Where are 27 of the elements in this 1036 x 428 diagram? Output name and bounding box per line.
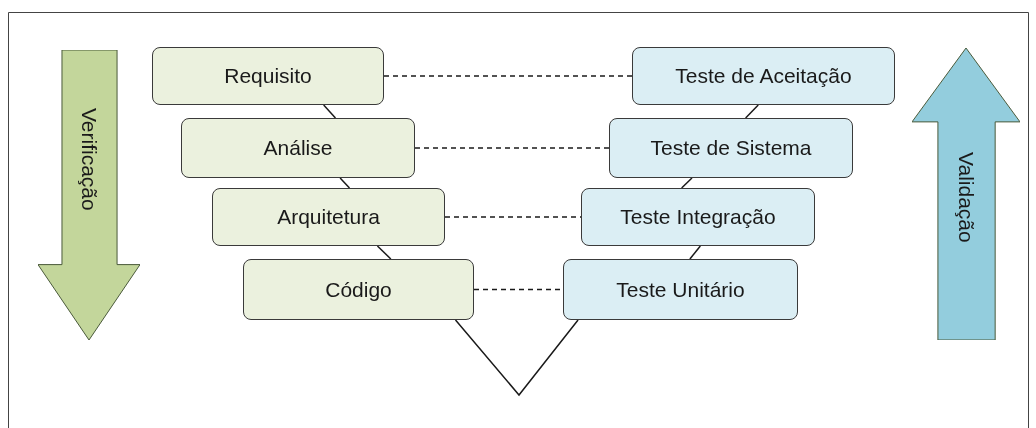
box-label: Teste de Aceitação	[675, 64, 852, 88]
process-box	[181, 118, 415, 178]
v-model-line	[680, 177, 693, 189]
v-model-line	[376, 245, 392, 260]
process-box	[243, 259, 474, 320]
v-model-line	[339, 177, 351, 189]
box-label: Código	[325, 277, 392, 302]
process-box	[581, 188, 815, 246]
v-model-line	[689, 245, 702, 260]
box-label: Teste de Sistema	[650, 136, 812, 160]
v-model-line	[744, 104, 759, 119]
process-box	[632, 47, 895, 105]
vertical-label: Verificação	[77, 108, 101, 211]
box-label: Requisito	[224, 64, 312, 88]
box-label: Teste Integração	[620, 205, 776, 229]
process-box	[563, 259, 798, 320]
process-box	[212, 188, 445, 246]
vertical-label: Validação	[954, 152, 978, 243]
box-label: Arquitetura	[277, 205, 380, 229]
v-model-line	[454, 319, 579, 397]
process-box	[609, 118, 853, 178]
process-box	[152, 47, 384, 105]
v-model-line	[322, 104, 337, 119]
box-label: Análise	[263, 136, 333, 160]
dashed-connector-line	[414, 147, 610, 149]
dashed-connector-line	[383, 75, 633, 77]
box-label: Teste Unitário	[616, 277, 745, 302]
